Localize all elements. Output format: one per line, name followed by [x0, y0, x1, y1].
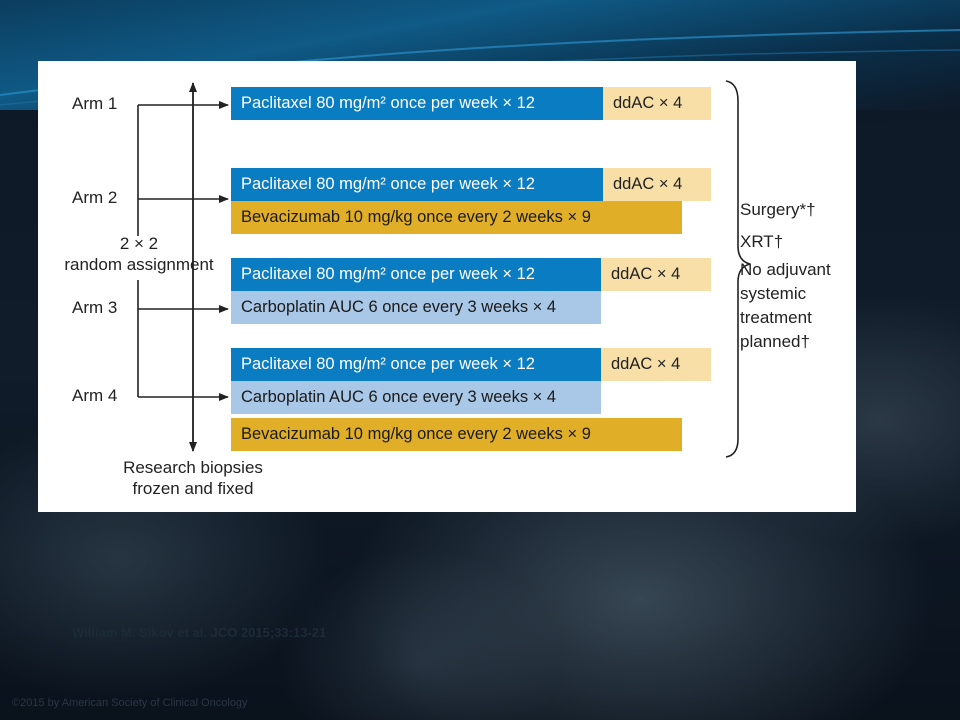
outcome-no-adjuvant-1: No adjuvant: [740, 260, 831, 279]
randomization-label: 2 × 2 random assignment: [64, 234, 214, 274]
arm1-paclitaxel-bar: Paclitaxel 80 mg/m² once per week × 12: [231, 87, 603, 120]
arm-3-label: Arm 3: [72, 298, 118, 317]
arm4-bevacizumab-bar: Bevacizumab 10 mg/kg once every 2 weeks …: [231, 418, 682, 451]
arm2-ddac-bar: ddAC × 4: [603, 168, 711, 201]
arm3-ddac-bar: ddAC × 4: [601, 258, 711, 291]
arm2-paclitaxel-bar: Paclitaxel 80 mg/m² once per week × 12: [231, 168, 603, 201]
outcome-no-adjuvant-4: planned†: [740, 332, 810, 351]
arm2-bevacizumab-bar: Bevacizumab 10 mg/kg once every 2 weeks …: [231, 201, 682, 234]
biopsies-label: Research biopsies frozen and fixed: [123, 458, 263, 498]
arm-1-label: Arm 1: [72, 94, 118, 113]
arm4-paclitaxel-bar: Paclitaxel 80 mg/m² once per week × 12: [231, 348, 601, 381]
flow-lines: [137, 80, 751, 458]
arm4-carboplatin-bar: Carboplatin AUC 6 once every 3 weeks × 4: [231, 381, 601, 414]
outcome-no-adjuvant-3: treatment: [740, 308, 812, 327]
arm-2-label: Arm 2: [72, 188, 118, 207]
citation: William M. Sikov et al. JCO 2015;33:13-2…: [72, 625, 327, 640]
study-design-panel: Arm 1 Arm 2 Arm 3 Arm 4 2 × 2 random ass…: [38, 61, 856, 512]
arm-4-label: Arm 4: [72, 386, 118, 405]
outcome-xrt: XRT†: [740, 232, 784, 251]
outcome-surgery: Surgery*†: [740, 200, 816, 219]
arm1-ddac-bar: ddAC × 4: [603, 87, 711, 120]
outcome-brace: [725, 80, 751, 458]
outcome-list: Surgery*† XRT† No adjuvant systemic trea…: [740, 198, 831, 354]
arm3-paclitaxel-bar: Paclitaxel 80 mg/m² once per week × 12: [231, 258, 601, 291]
copyright-footer: ©2015 by American Society of Clinical On…: [12, 697, 248, 709]
arm3-carboplatin-bar: Carboplatin AUC 6 once every 3 weeks × 4: [231, 291, 601, 324]
outcome-no-adjuvant-2: systemic: [740, 284, 807, 303]
arm4-ddac-bar: ddAC × 4: [601, 348, 711, 381]
